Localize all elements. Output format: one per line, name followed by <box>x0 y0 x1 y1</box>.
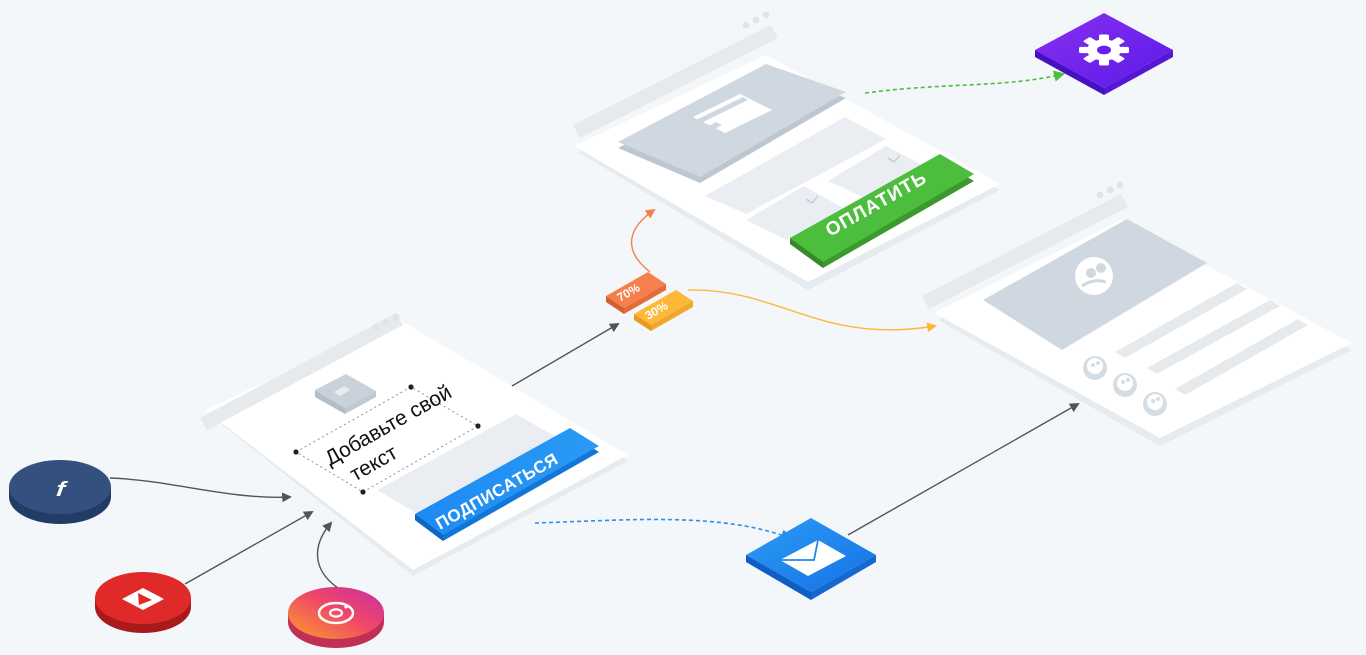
split-variant-a[interactable]: 70% <box>606 272 666 314</box>
arrow-facebook-to-landing <box>109 477 292 503</box>
arrow-landing-to-split <box>511 323 620 387</box>
profile-title-bar <box>922 194 1128 309</box>
avatar-icon <box>1075 257 1113 295</box>
connectors <box>109 70 1080 589</box>
email-envelope-icon <box>780 539 846 576</box>
landing-email-input[interactable] <box>377 414 558 514</box>
facebook-source[interactable]: f <box>9 460 111 524</box>
arrow-split-70-to-payment <box>631 208 656 273</box>
arrow-instagram-to-landing <box>316 521 339 589</box>
profile-text-line-3 <box>1175 319 1308 395</box>
comment-avatar-1 <box>1083 356 1107 380</box>
payment-page-window: ОПЛАТИТЬ <box>573 11 1000 290</box>
landing-title-bar <box>200 313 403 430</box>
arrow-split-30-to-profile <box>687 289 937 333</box>
profile-text-line-1 <box>1115 283 1247 358</box>
arrow-email-to-profile <box>847 403 1080 536</box>
split-test: 70% 30% <box>606 272 693 331</box>
credit-card-icon <box>693 94 772 133</box>
image-placeholder-icon <box>315 374 376 414</box>
payment-title-bar <box>573 25 778 138</box>
youtube-source[interactable] <box>95 572 191 633</box>
comment-avatar-2 <box>1113 373 1137 397</box>
profile-text-line-2 <box>1147 300 1280 374</box>
payment-select-2[interactable] <box>746 186 845 240</box>
landing-page-window: Добавьте свой текст ПОДПИСАТЬСЯ <box>200 313 628 576</box>
instagram-icon <box>317 601 355 625</box>
email-tile[interactable] <box>746 518 876 600</box>
instagram-source[interactable] <box>288 587 384 648</box>
payment-field-1[interactable] <box>705 117 886 214</box>
settings-gear-icon <box>1079 34 1129 66</box>
profile-page-window <box>922 181 1352 446</box>
youtube-icon <box>122 588 164 610</box>
arrow-landing-to-email <box>534 518 793 541</box>
payment-select-1[interactable] <box>828 146 926 200</box>
settings-tile[interactable] <box>1035 13 1173 95</box>
arrow-payment-to-settings <box>864 70 1066 94</box>
arrow-youtube-to-landing <box>184 511 314 585</box>
comment-avatar-3 <box>1143 392 1167 416</box>
